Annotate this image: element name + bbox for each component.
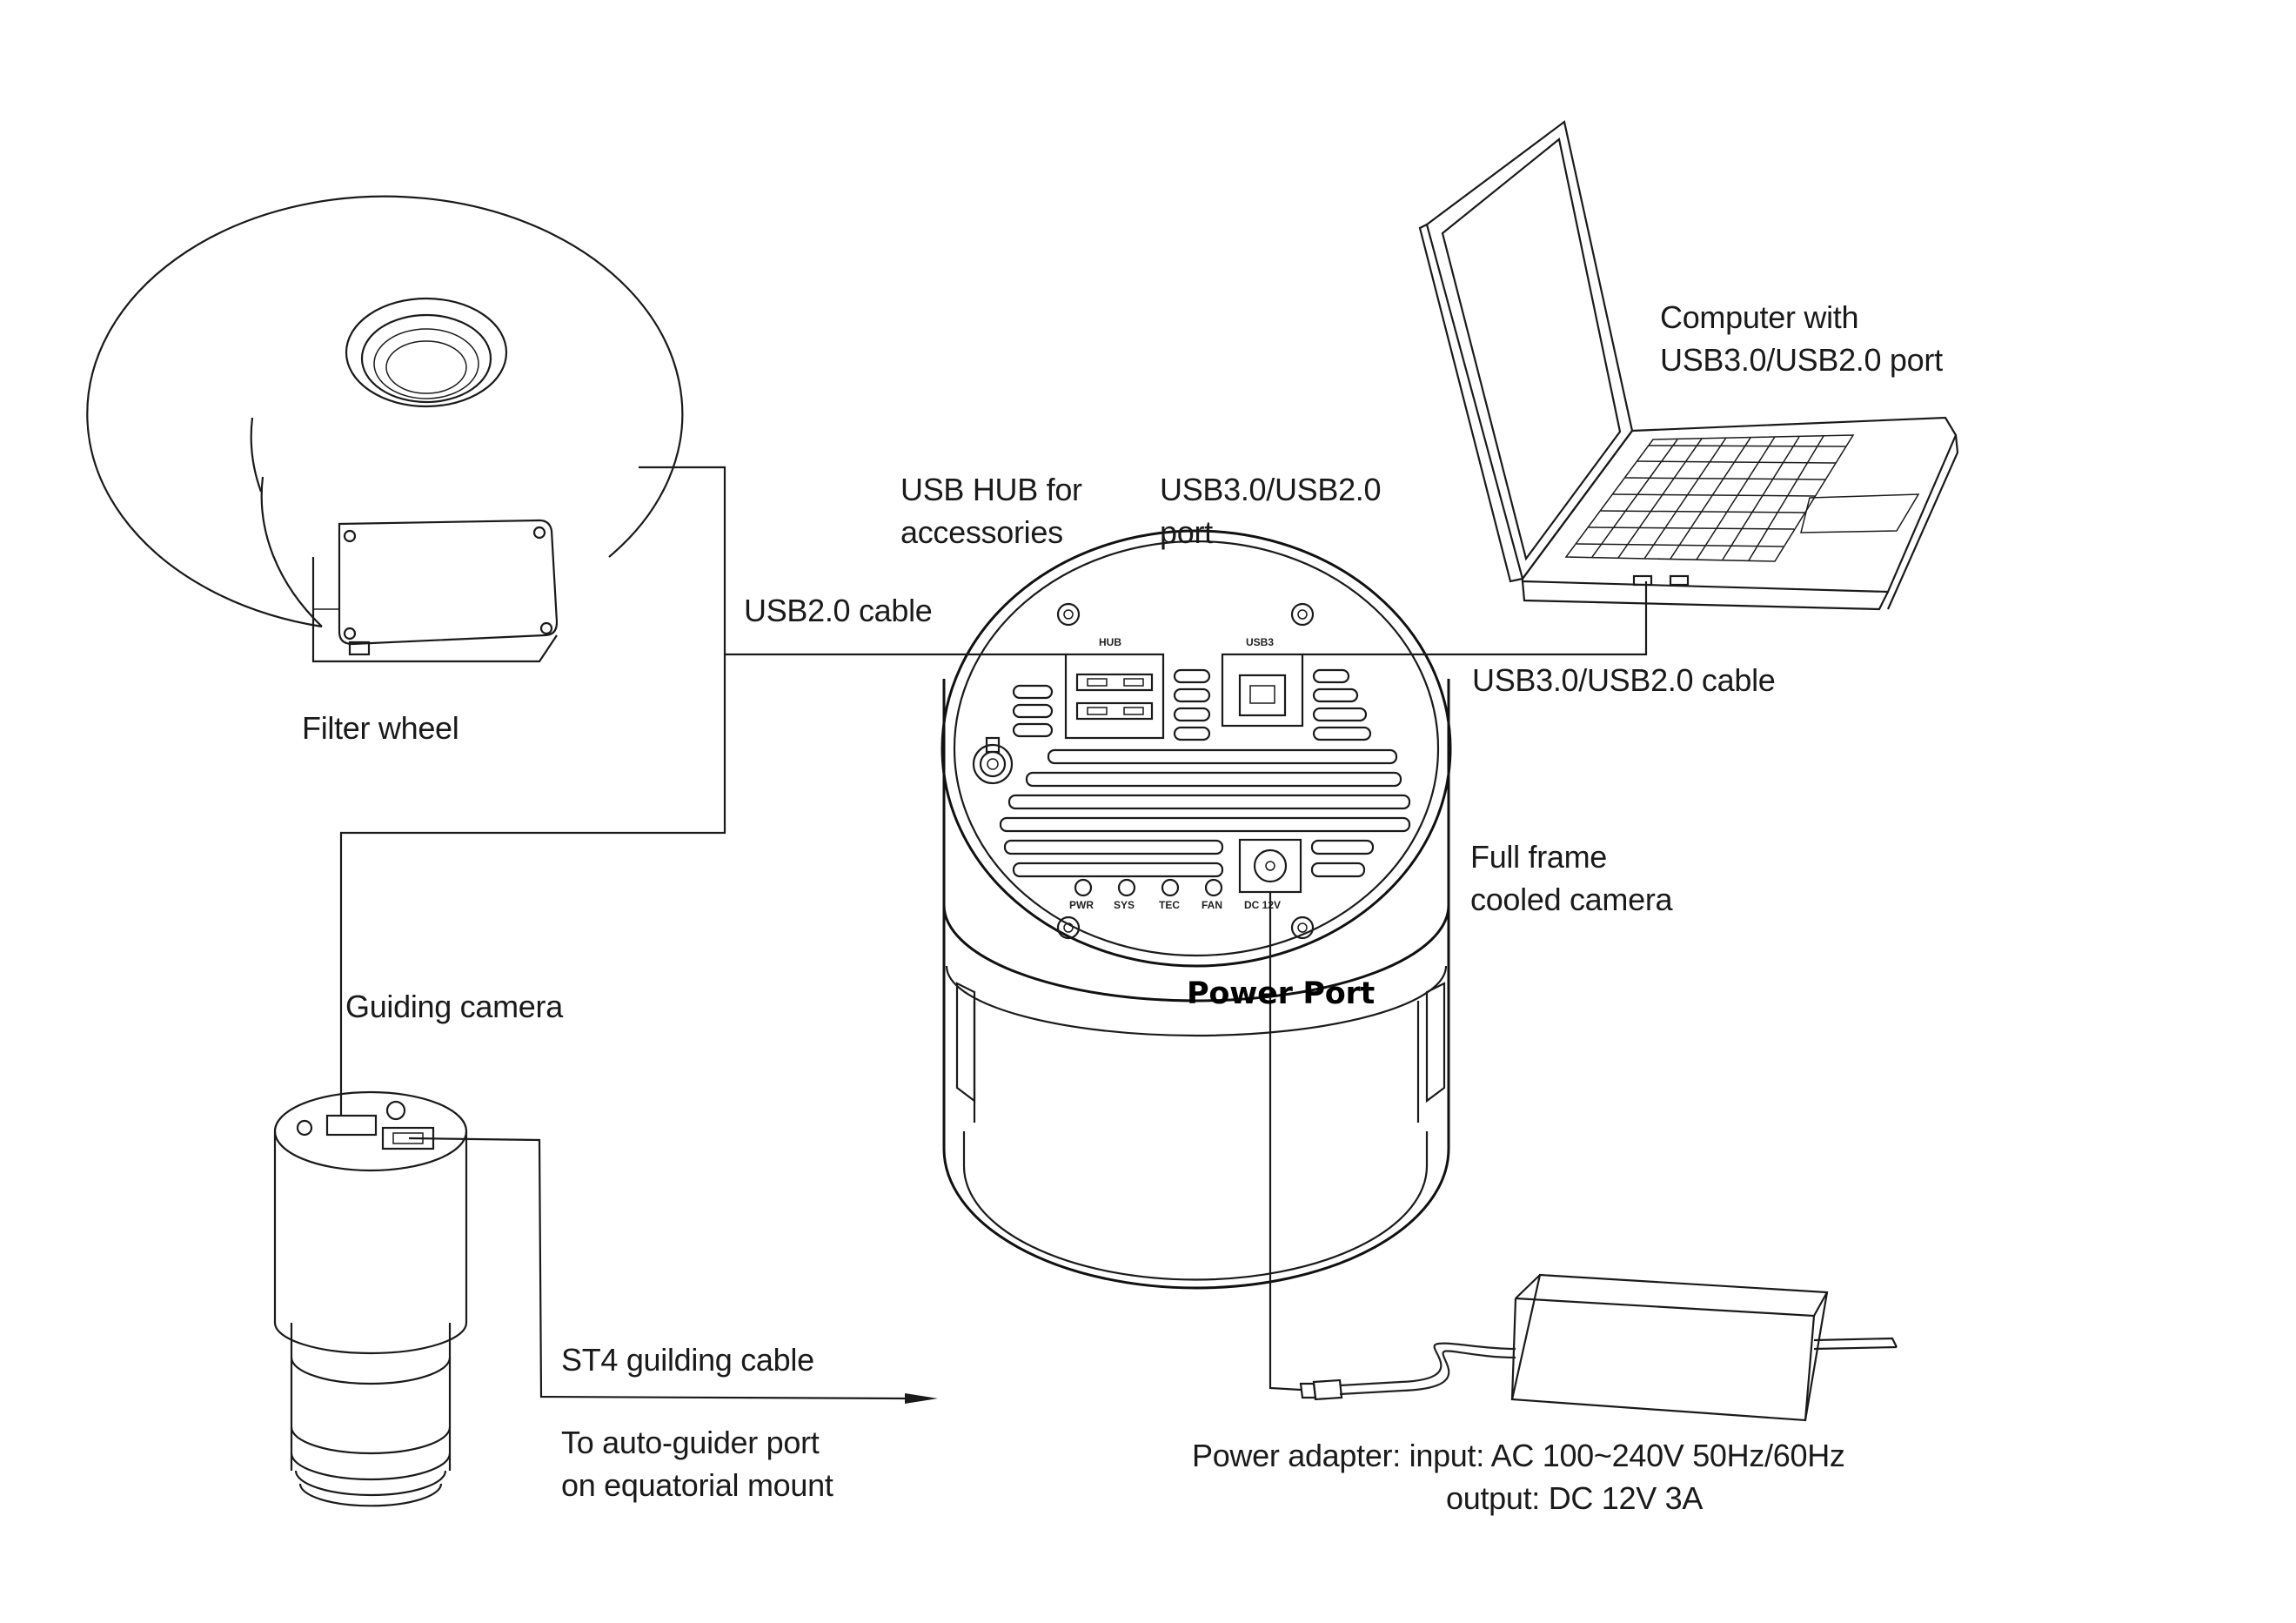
sys-led-label: SYS xyxy=(1114,899,1135,911)
fan-led-label: FAN xyxy=(1202,899,1222,911)
vent-slots xyxy=(999,668,1411,878)
usb-hub-label: USB HUB for accessories xyxy=(900,472,1082,550)
computer-label: Computer with USB3.0/USB2.0 port xyxy=(1660,299,1943,378)
filter-wheel-illustration xyxy=(86,195,684,663)
pwr-led-label: PWR xyxy=(1069,899,1094,911)
usb3-cable-label: USB3.0/USB2.0 cable xyxy=(1472,662,1776,698)
filter-wheel-label: Filter wheel xyxy=(302,710,459,746)
connection-lines xyxy=(339,466,1648,1404)
power-adapter-illustration xyxy=(1299,1273,1898,1422)
cooled-camera-illustration: HUB USB3 PWR SYS TEC FAN DC 12V xyxy=(940,529,1452,1290)
usb3-port-callout: USB3.0/USB2.0 port xyxy=(1160,472,1382,550)
tec-led-label: TEC xyxy=(1159,899,1180,911)
auto-guider-label: To auto-guider port on equatorial mount xyxy=(561,1425,833,1503)
hub-port-label: HUB xyxy=(1099,636,1121,648)
full-frame-camera-label: Full frame cooled camera xyxy=(1470,839,1673,917)
st4-cable-label: ST4 guilding cable xyxy=(561,1342,814,1378)
guiding-camera-label: Guiding camera xyxy=(345,989,563,1024)
power-adapter-label: Power adapter: input: AC 100~240V 50Hz/6… xyxy=(1192,1438,1845,1516)
laptop-illustration xyxy=(1418,120,1959,611)
guiding-camera-illustration xyxy=(273,1090,468,1507)
usb3-port-label: USB3 xyxy=(1246,636,1274,648)
power-port-label: Power Port xyxy=(1187,976,1375,1011)
keyboard-icon xyxy=(1564,434,1855,562)
dc-port-label: DC 12V xyxy=(1244,899,1281,911)
usb2-cable-label: USB2.0 cable xyxy=(744,593,933,628)
